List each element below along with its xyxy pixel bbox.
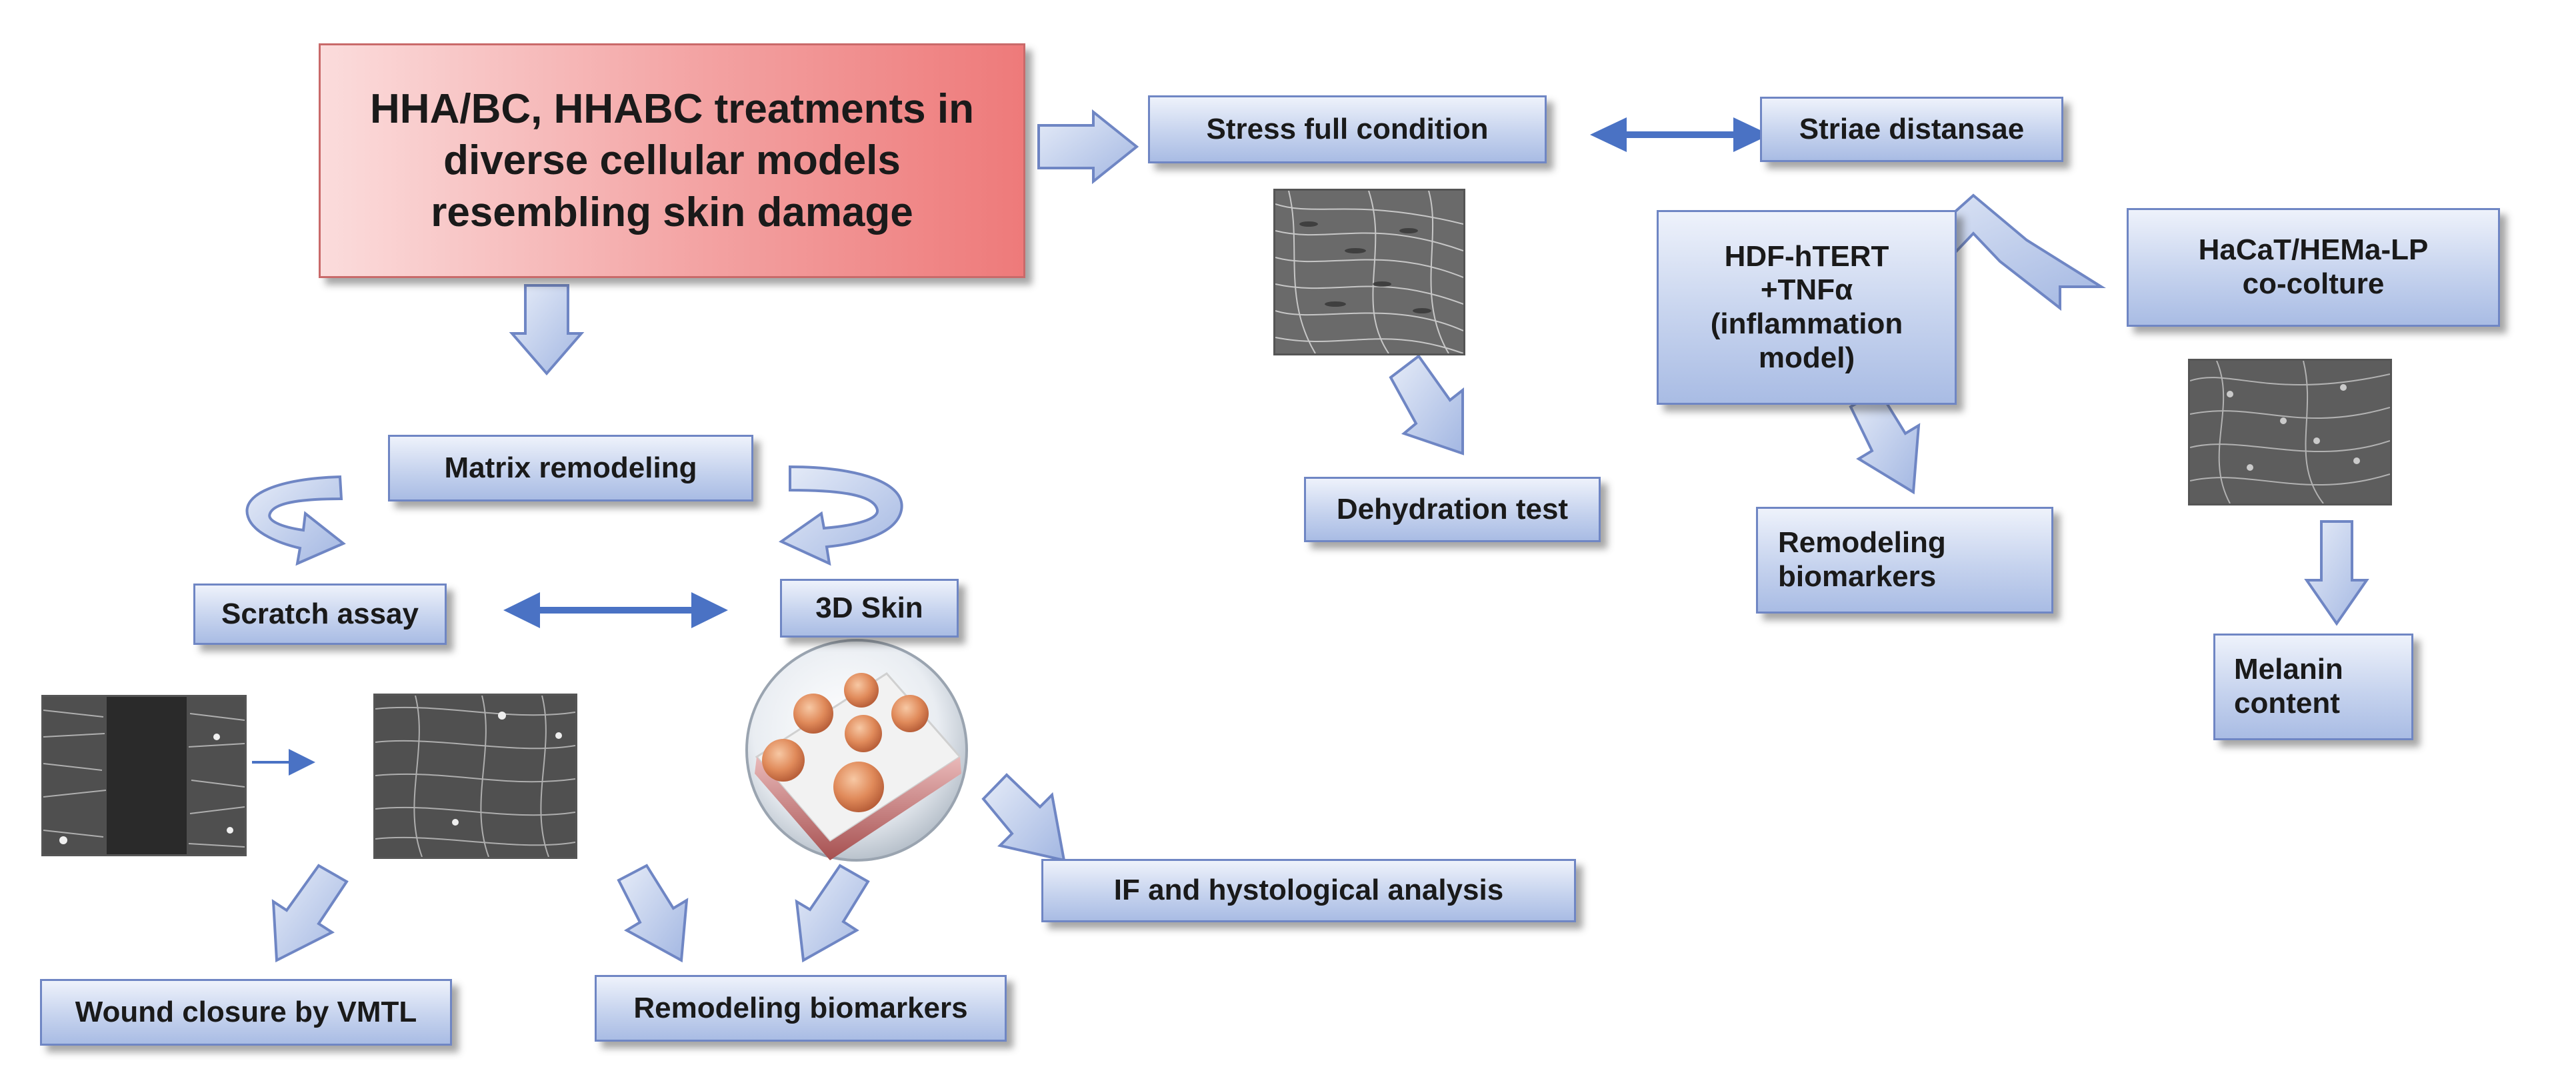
arrow-hacat-to-melanin xyxy=(2304,520,2369,626)
dehydration-test-box: Dehydration test xyxy=(1304,477,1601,542)
curved-arrow-left xyxy=(245,475,346,566)
scratch-wound-micrograph xyxy=(41,695,247,856)
double-arrow-scratch-skin xyxy=(503,592,728,628)
double-arrow-stress-striae xyxy=(1590,117,1770,152)
striae-distensae-box: Striae distansae xyxy=(1760,97,2063,162)
matrix-remodeling-box: Matrix remodeling xyxy=(388,435,753,501)
arrow-scratch-to-remodeling xyxy=(617,864,689,963)
main-treatment-box: HHA/BC, HHABC treatments in diverse cell… xyxy=(319,43,1025,278)
scratch-assay-box: Scratch assay xyxy=(193,584,447,645)
arrow-hdf-to-remodeling xyxy=(1849,388,1921,495)
melanin-content-box: Melanin content xyxy=(2213,634,2413,740)
coculture-micrograph xyxy=(2188,359,2392,505)
arrow-scratch-to-wound xyxy=(271,864,349,963)
curved-arrow-right xyxy=(778,465,903,566)
stress-condition-box: Stress full condition xyxy=(1148,95,1547,163)
arrow-skin-to-remodeling xyxy=(795,864,870,963)
hacat-hema-box: HaCaT/HEMa-LP co-colture xyxy=(2127,208,2500,327)
wound-closure-box: Wound closure by VMTL xyxy=(40,979,452,1046)
arrow-skin-to-if xyxy=(981,773,1066,862)
3d-skin-model-photo xyxy=(745,639,968,862)
if-analysis-box: IF and hystological analysis xyxy=(1041,859,1576,922)
arrow-stress-to-dehydration xyxy=(1389,354,1464,455)
remodeling-biomarkers-bottom-box: Remodeling biomarkers xyxy=(595,975,1007,1042)
arrow-main-to-stress xyxy=(1037,109,1139,185)
fibroblast-micrograph xyxy=(1273,189,1465,355)
scratch-closed-micrograph xyxy=(373,694,577,859)
arrow-main-to-matrix xyxy=(509,284,585,376)
remodeling-biomarkers-right-box: Remodeling biomarkers xyxy=(1756,507,2053,614)
3d-skin-box: 3D Skin xyxy=(780,579,959,638)
hdf-htert-box: HDF-hTERT +TNFα (inflammation model) xyxy=(1657,210,1957,405)
